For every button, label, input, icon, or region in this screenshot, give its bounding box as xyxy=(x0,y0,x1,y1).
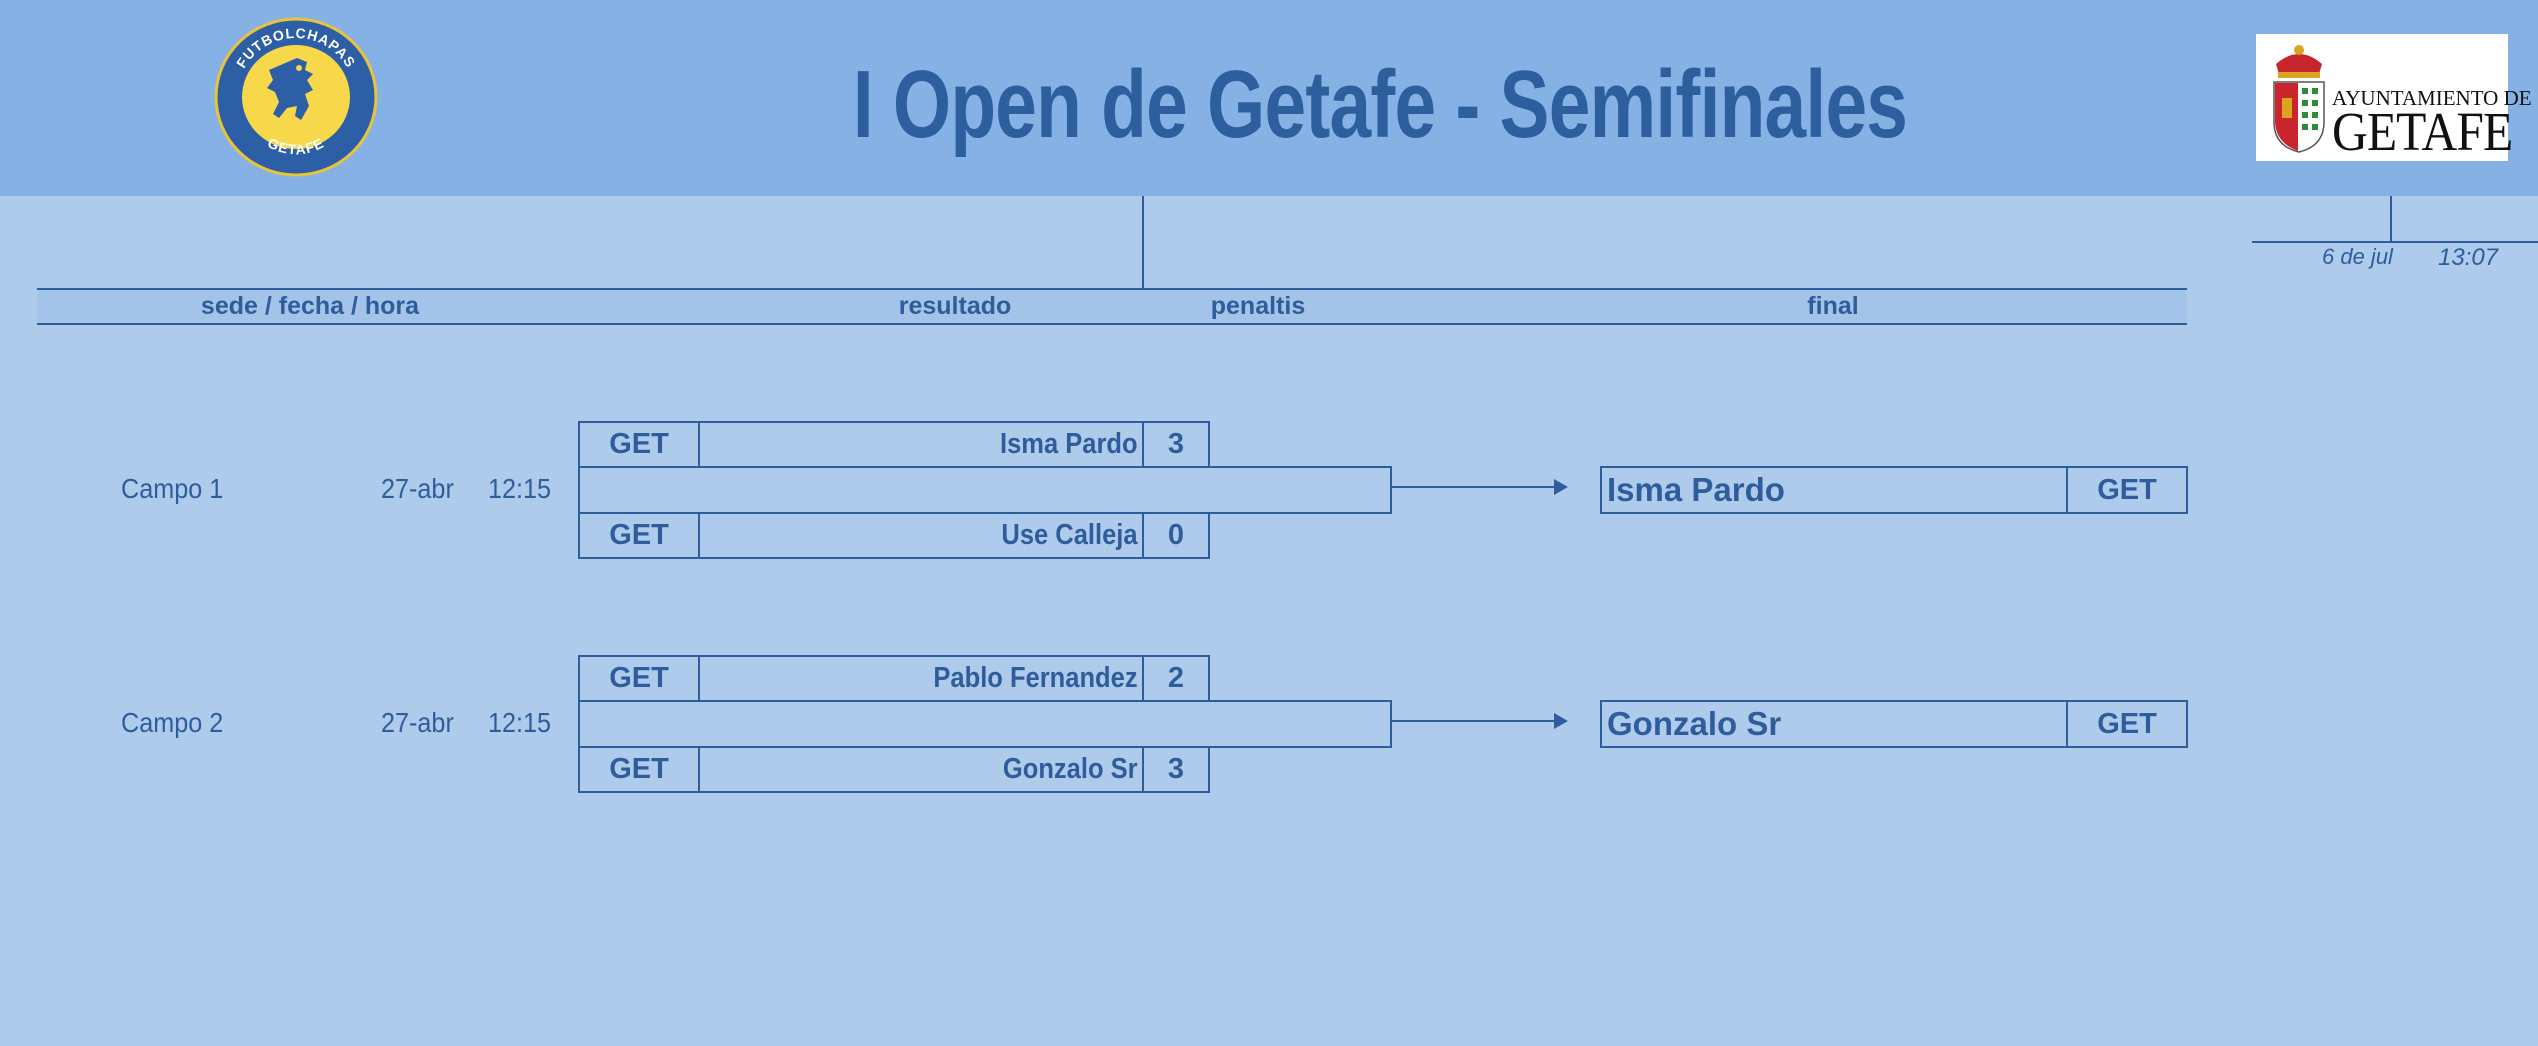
header-banner xyxy=(0,0,2538,196)
cell-divider xyxy=(698,655,700,702)
header-venue: sede / fecha / hora xyxy=(200,292,420,320)
cell-divider xyxy=(698,746,700,793)
advance-arrow-line xyxy=(1390,720,1556,722)
away-team-code: GET xyxy=(609,519,669,551)
home-player: Isma Pardo xyxy=(1000,428,1138,460)
town-hall-logo-top-text: AYUNTAMIENTO DE xyxy=(2332,86,2532,110)
cell-divider xyxy=(698,421,700,468)
header-final: final xyxy=(1807,292,1859,320)
match-venue: Campo 2 xyxy=(121,707,224,738)
cell-divider xyxy=(698,512,700,559)
home-team-code: GET xyxy=(609,428,669,460)
away-player: Use Calleja xyxy=(1001,519,1138,551)
club-logo-bottom-text: GETAFE xyxy=(265,134,326,157)
svg-text:GETAFE: GETAFE xyxy=(265,134,327,157)
home-player: Pablo Fernandez xyxy=(933,662,1138,694)
column-header-band xyxy=(37,289,2187,324)
cell-divider xyxy=(1142,512,1144,559)
away-score: 3 xyxy=(1167,753,1185,785)
header-penalties: penaltis xyxy=(1210,292,1306,320)
timestamp-separator xyxy=(2390,196,2392,242)
cell-divider xyxy=(1142,421,1144,468)
match-connector xyxy=(578,466,1392,514)
match-venue: Campo 1 xyxy=(121,473,224,504)
home-team-code: GET xyxy=(609,662,669,694)
home-score: 3 xyxy=(1167,428,1185,460)
header-bottom-border xyxy=(37,323,2187,325)
away-row xyxy=(578,746,1210,793)
winner-box xyxy=(1600,700,2188,748)
winner-team-code: GET xyxy=(2097,708,2157,740)
cell-divider xyxy=(2066,466,2068,514)
header-result: resultado xyxy=(898,292,1012,320)
winner-team-code: GET xyxy=(2097,474,2157,506)
away-row xyxy=(578,512,1210,559)
match-date: 27-abr xyxy=(381,707,454,738)
lion-rampant-icon xyxy=(267,58,313,120)
club-logo: FUTBOLCHAPAS GETAFE xyxy=(214,17,378,177)
winner-box xyxy=(1600,466,2188,514)
home-score: 2 xyxy=(1167,662,1185,694)
coat-of-arms-icon xyxy=(2273,45,2325,153)
header-divider xyxy=(1142,196,1144,289)
timestamp-divider xyxy=(2252,241,2538,243)
advance-arrow-icon xyxy=(1554,479,1568,495)
match-time: 12:15 xyxy=(488,473,552,504)
cell-divider xyxy=(2066,700,2068,748)
town-hall-logo-name: GETAFE xyxy=(2332,101,2513,162)
cell-divider xyxy=(1142,655,1144,702)
page-title: I Open de Getafe - Semifinales xyxy=(852,51,1908,158)
print-time: 13:07 xyxy=(2438,244,2499,271)
match-time: 12:15 xyxy=(488,707,552,738)
winner-player: Isma Pardo xyxy=(1607,471,1785,508)
match-date: 27-abr xyxy=(381,473,454,504)
away-score: 0 xyxy=(1167,519,1185,551)
winner-player: Gonzalo Sr xyxy=(1607,705,1782,742)
advance-arrow-icon xyxy=(1554,713,1568,729)
away-team-code: GET xyxy=(609,753,669,785)
away-player: Gonzalo Sr xyxy=(1002,753,1138,785)
print-date: 6 de jul xyxy=(2322,244,2393,269)
cell-divider xyxy=(1142,746,1144,793)
match-connector xyxy=(578,700,1392,748)
header-top-border xyxy=(37,288,2187,290)
advance-arrow-line xyxy=(1390,486,1556,488)
town-hall-logo: AYUNTAMIENTO DE GETAFE xyxy=(2256,34,2532,162)
